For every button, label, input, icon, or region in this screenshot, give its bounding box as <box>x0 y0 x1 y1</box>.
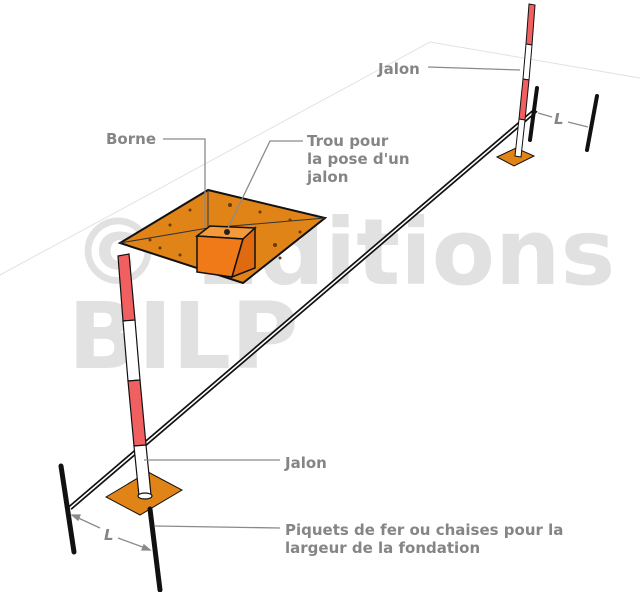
left-pole <box>117 253 153 500</box>
leader-trou <box>227 140 303 229</box>
watermark-line2: BILP <box>68 283 298 390</box>
hole-icon <box>224 229 230 235</box>
label-trou-line2: la pose d'un <box>307 150 410 168</box>
string-line <box>68 108 538 510</box>
borne-block <box>194 225 257 279</box>
label-jalon-top: Jalon <box>377 60 420 78</box>
width-label-right: L <box>554 110 564 128</box>
ground-outline <box>0 41 640 276</box>
right-stakes <box>528 86 599 152</box>
label-trou-line3: jalon <box>306 168 348 186</box>
width-dimension-left <box>70 514 152 551</box>
label-trou-line1: Trou pour <box>307 132 389 150</box>
leader-piquets <box>154 525 281 529</box>
left-stakes <box>58 463 163 592</box>
label-piquets-line1: Piquets de fer ou chaises pour la <box>285 521 563 539</box>
leader-jalon-top <box>427 66 521 71</box>
label-borne: Borne <box>106 130 156 148</box>
width-dimension-right <box>537 112 589 128</box>
width-label-left: L <box>104 526 114 544</box>
label-piquets-line2: largeur de la fondation <box>285 539 480 557</box>
leader-borne <box>163 138 206 228</box>
right-plate <box>495 147 536 167</box>
label-jalon-bottom: Jalon <box>284 454 327 472</box>
right-pole <box>514 3 536 158</box>
